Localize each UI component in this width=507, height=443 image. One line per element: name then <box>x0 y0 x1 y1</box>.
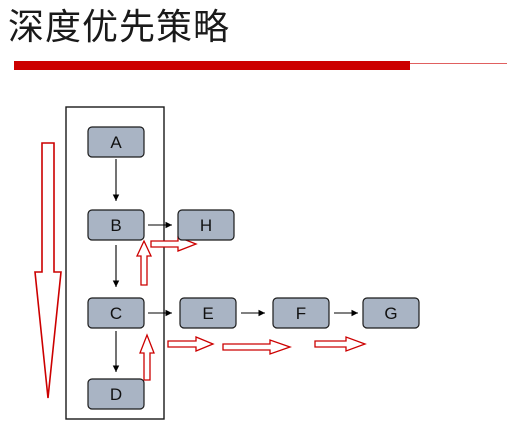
traversal-right-arrow-g <box>314 336 367 352</box>
node-b: B <box>87 209 145 241</box>
edge-arrows <box>112 159 358 372</box>
traversal-up-arrow-b <box>135 239 153 286</box>
node-g: G <box>362 297 420 329</box>
node-e-label: E <box>202 304 213 323</box>
title-underline-bar <box>14 61 410 70</box>
node-h: H <box>177 209 235 241</box>
node-d-label: D <box>110 385 122 404</box>
column-frame <box>65 106 165 420</box>
node-c-label: C <box>110 304 122 323</box>
node-d: D <box>87 378 145 410</box>
traversal-arrows <box>135 236 367 381</box>
node-f: F <box>272 297 330 329</box>
traversal-up-arrow-c <box>139 333 155 381</box>
depth-direction-arrow <box>34 142 62 399</box>
node-h-label: H <box>200 216 212 235</box>
node-g-label: G <box>384 304 397 323</box>
traversal-right-arrow-e <box>167 336 215 352</box>
traversal-right-arrow-f <box>222 339 292 355</box>
node-a-label: A <box>110 133 122 152</box>
node-a: A <box>87 126 145 158</box>
slide-title: 深度优先策略 <box>8 7 231 48</box>
node-c: C <box>87 297 145 329</box>
node-e: E <box>179 297 237 329</box>
node-b-label: B <box>110 216 121 235</box>
node-f-label: F <box>296 304 306 323</box>
title-underline-rule <box>410 63 507 64</box>
